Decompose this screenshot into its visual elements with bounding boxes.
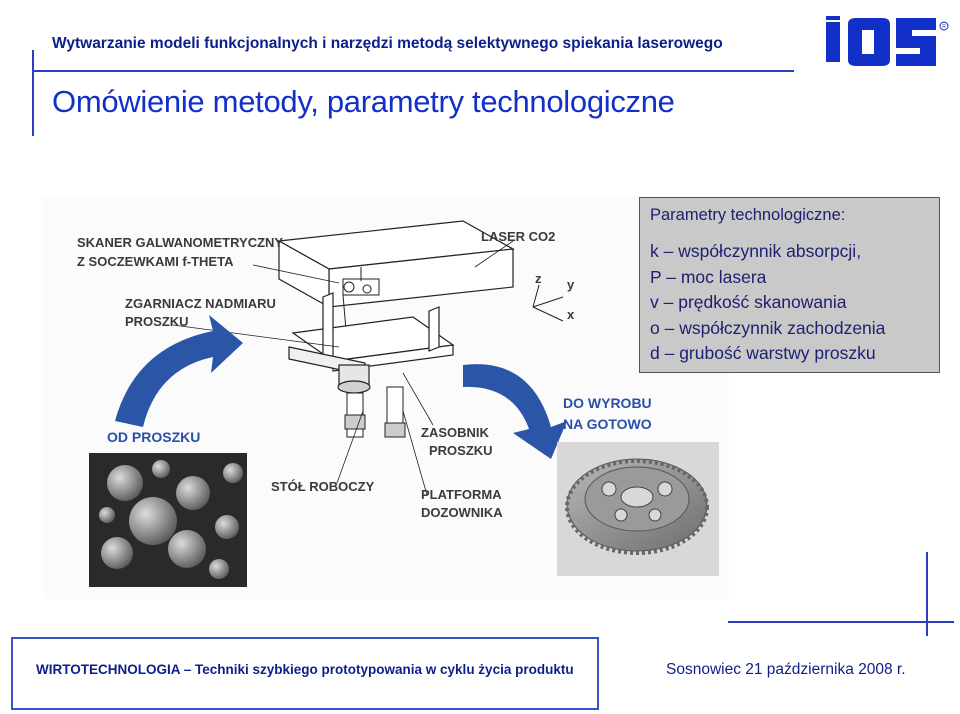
footer-course-title: WIRTOTECHNOLOGIA – Techniki szybkiego pr… [36,662,574,677]
label-scanner-line2: Z SOCZEWKAMI f-THETA [77,254,233,270]
parameter-item: v – prędkość skanowania [650,290,939,316]
label-axis-x: x [567,307,574,323]
ios-logo-icon: R [826,16,950,68]
label-platform-line2: DOZOWNIKA [421,505,503,521]
label-to-product-line1: DO WYROBU [563,393,652,414]
gear-photo-image [557,442,719,576]
footer-date: Sosnowiec 21 października 2008 r. [666,661,906,679]
label-from-powder: OD PROSZKU [107,427,200,448]
label-scraper-line1: ZGARNIACZ NADMIARU [125,296,276,312]
footer-divider [728,621,954,623]
label-axis-y: y [567,277,574,293]
label-scanner-line1: SKANER GALWANOMETRYCZNY [77,235,283,251]
left-accent-line [32,50,34,136]
sls-diagram: SKANER GALWANOMETRYCZNY Z SOCZEWKAMI f-T… [43,197,729,599]
label-container-line2: PROSZKU [429,443,493,459]
header-title: Wytwarzanie modeli funkcjonalnych i narz… [52,35,723,53]
label-work-table: STÓŁ ROBOCZY [271,479,374,495]
label-platform-line1: PLATFORMA [421,487,502,503]
header-divider [32,70,794,72]
slide-title: Omówienie metody, parametry technologicz… [52,84,675,120]
parameter-item: k – współczynnik absorpcji, [650,239,939,265]
right-accent-line [926,552,928,636]
axis-triad [533,285,563,321]
label-container-line1: ZASOBNIK [421,425,489,441]
arrow-left-icon [115,315,243,427]
parameter-item: P – moc lasera [650,265,939,291]
laser-housing [279,221,513,307]
label-axis-z: z [535,271,542,287]
pistons [345,387,405,437]
parameter-item: o – współczynnik zachodzenia [650,316,939,342]
label-scraper-line2: PROSZKU [125,314,189,330]
parameters-heading: Parametry technologiczne: [650,206,939,225]
parameter-item: d – grubość warstwy proszku [650,341,939,367]
label-laser: LASER CO2 [481,229,555,245]
label-to-product-line2: NA GOTOWO [563,414,652,435]
machine-frame [289,293,453,393]
parameters-panel: Parametry technologiczne: k – współczynn… [639,197,940,373]
svg-text:R: R [942,24,946,30]
powder-sem-image [89,453,247,587]
